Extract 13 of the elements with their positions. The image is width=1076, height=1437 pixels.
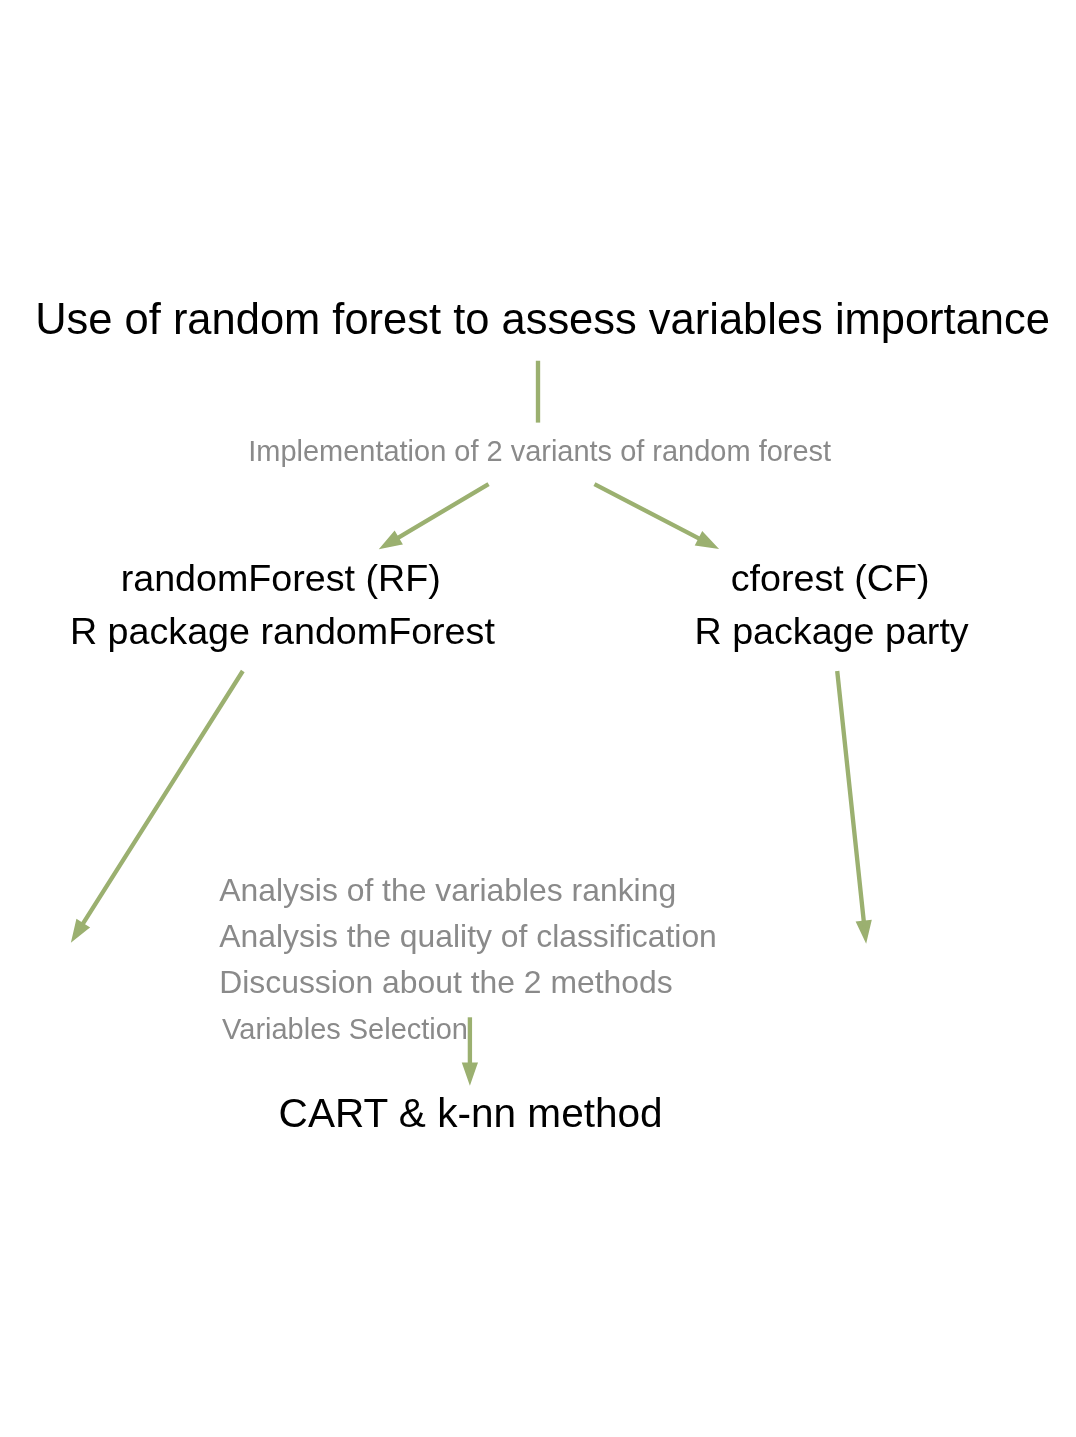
connector (535, 360, 541, 423)
arrow (70, 669, 245, 943)
node-text: Use of random forest to assess variables importance (35, 294, 1050, 343)
arrow (378, 482, 490, 550)
edge-label: Variables Selection (222, 1013, 468, 1046)
arrow (461, 1017, 479, 1086)
node-text: Implementation of 2 variants of random forest (248, 434, 832, 467)
node-text: randomForest (RF) R package randomForest (69, 556, 495, 653)
node-text: Analysis of the variables ranking Analysis the quality of classification Discussion about the 2 methods (219, 871, 717, 1001)
node-text: cforest (CF) R package party (694, 556, 969, 653)
arrow (593, 482, 720, 549)
node-text: CART & k-nn method (278, 1089, 663, 1136)
arrow (835, 670, 872, 944)
